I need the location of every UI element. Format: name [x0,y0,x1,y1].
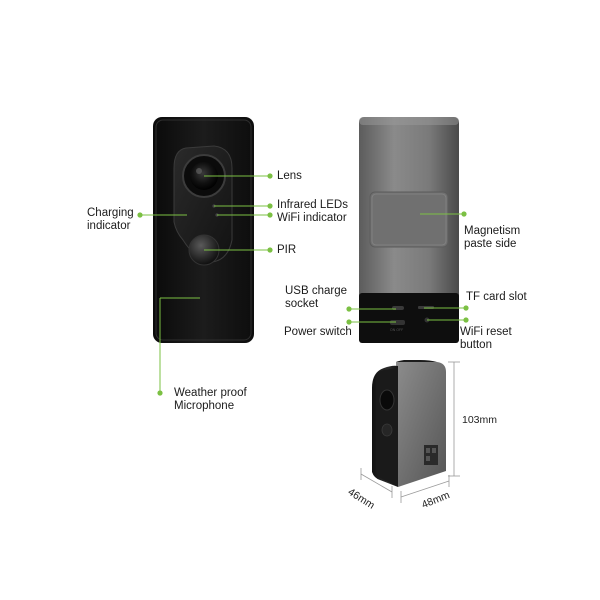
magnetism-paste-side-label: Magnetism paste side [464,225,520,251]
weather-proof-line1: Weather proof [174,387,247,399]
charging-indicator-line1: Charging [87,207,134,219]
height-dimension-label: 103mm [462,414,498,426]
charging-indicator-label: Charging indicator [87,207,134,233]
charging-indicator-line2: indicator [87,220,131,232]
lens-label: Lens [277,170,302,182]
magnetism-plate [369,191,449,248]
usb-charge-socket-label: USB charge socket [285,285,347,311]
wifi-reset-line1: WiFi reset [460,326,512,338]
front-view-camera [153,117,254,343]
infrared-leds-label: Infrared LEDs [277,199,348,211]
weather-proof-line2: Microphone [174,400,235,412]
port-band [359,293,459,343]
wifi-reset-button-label: WiFi reset button [460,326,512,352]
angled-view-camera [372,360,446,487]
dimension-lines [360,361,460,503]
wifi-indicator-label: WiFi indicator [277,212,347,224]
weather-proof-microphone-label: Weather proof Microphone [174,387,247,413]
power-switch-icon [390,320,405,325]
camera-side-face [396,362,446,487]
usb-line1: USB charge [285,285,348,297]
magnetism-line1: Magnetism [464,225,521,237]
back-view-camera: ON OFF [359,117,459,343]
callout-leaders [137,173,469,396]
usb-line2: socket [285,298,319,310]
magnetism-line2: paste side [464,238,517,250]
wifi-reset-line2: button [460,339,492,351]
power-switch-label: Power switch [284,326,352,338]
svg-text:ON OFF: ON OFF [390,328,403,332]
pir-label: PIR [277,244,297,256]
tf-card-slot-label: TF card slot [466,291,527,303]
